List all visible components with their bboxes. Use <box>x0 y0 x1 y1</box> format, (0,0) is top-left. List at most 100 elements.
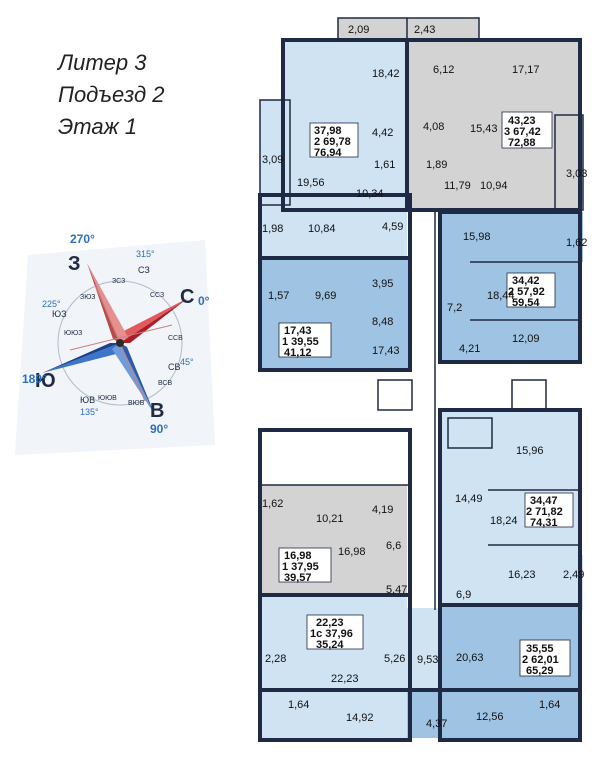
apt-a5-living-area: 34,47 <box>530 495 558 507</box>
room-area: 4,42 <box>372 127 393 139</box>
apt-a2-total-area: 72,88 <box>508 137 536 149</box>
wall-right-mid <box>438 210 582 364</box>
vent-2-09-fill <box>338 18 408 40</box>
vent-2-43-fill <box>407 18 479 40</box>
deg45-label: 45° <box>180 357 194 367</box>
apt-a7-living-area: 22,23 <box>316 617 344 629</box>
apt-a3-total-area: 59,54 <box>512 297 540 309</box>
wall-left-balcony <box>259 99 291 206</box>
east-letter: В <box>150 400 164 422</box>
ssw-label: ЮЮЗ <box>64 330 82 337</box>
apt-a1-rooms-area: 2 69,78 <box>314 136 351 148</box>
deg135-label: 135° <box>80 407 99 417</box>
apt-a3-living-area: 34,42 <box>512 275 540 287</box>
stair-landing-right <box>511 379 547 411</box>
apt-a6-living-area: 16,98 <box>284 550 312 562</box>
room-area: 15,96 <box>516 445 544 457</box>
compass-diagonal-b <box>69 324 173 351</box>
room-area: 2,43 <box>414 24 435 36</box>
room-area: 22,23 <box>331 673 359 685</box>
room-area: 4,59 <box>382 221 403 233</box>
apt-a7-info-box <box>306 614 364 650</box>
room-area: 14,49 <box>455 493 483 505</box>
stair-landing-left <box>377 379 413 411</box>
se-label: ЮВ <box>80 395 95 405</box>
room-area: 1,98 <box>262 223 283 235</box>
room-area: 1,61 <box>374 159 395 171</box>
wall-left-mid <box>258 193 412 372</box>
room-area: 20,63 <box>456 652 484 664</box>
apt-a2-info-box <box>501 111 553 149</box>
apt-a1-living-area: 37,98 <box>314 125 342 137</box>
room-area: 10,84 <box>308 223 336 235</box>
compass-south-needle-shade <box>42 343 120 373</box>
sse-label: ЮЮВ <box>98 395 117 402</box>
compass-west-needle <box>87 263 128 343</box>
room-area: 18,44 <box>487 290 515 302</box>
room-area: 12,56 <box>476 711 504 723</box>
apt-a3-rooms-area: 2 57,92 <box>508 286 545 298</box>
room-area: 18,42 <box>372 68 400 80</box>
room-area: 5,26 <box>384 653 405 665</box>
room-area: 14,92 <box>346 712 374 724</box>
room-area: 1,62 <box>566 237 587 249</box>
room-area: 9,53 <box>417 654 438 666</box>
compass-north-needle-shade <box>120 298 188 343</box>
deg90-label: 90° <box>150 422 168 436</box>
compass-ring <box>57 280 183 406</box>
room-area: 3,95 <box>372 278 393 290</box>
wnw-label: ЗСЗ <box>112 278 125 285</box>
room-area: 2,28 <box>265 653 286 665</box>
deg0-label: 0° <box>198 294 210 308</box>
apt-a2-living-area: 43,23 <box>508 115 536 127</box>
room-area: 6,9 <box>456 589 471 601</box>
apt-a8-bottom-fill <box>407 688 580 738</box>
south-letter: Ю <box>35 370 56 392</box>
room-area: 3,03 <box>566 168 587 180</box>
apt-a6-info-box <box>278 547 332 583</box>
compass-center <box>116 339 124 347</box>
room-area: 4,37 <box>426 718 447 730</box>
ene-label: ВСВ <box>158 380 172 387</box>
apt-a4-info-box <box>278 322 332 358</box>
room-area: 1,62 <box>262 498 283 510</box>
apt-a4-living-area: 17,43 <box>284 325 312 337</box>
compass-east-needle-shade <box>120 343 155 415</box>
room-area: 1,57 <box>268 290 289 302</box>
nnw-label: ССЗ <box>150 292 164 299</box>
room-area: 10,21 <box>316 513 344 525</box>
wall-right-bottom <box>438 603 582 742</box>
apt-a2-rooms-area: 3 67,42 <box>504 126 541 138</box>
apt-a5-rooms-area: 2 71,82 <box>526 506 563 518</box>
ese-label: ВЮВ <box>128 400 145 407</box>
deg225-label: 225° <box>42 299 61 309</box>
room-area: 18,24 <box>490 515 518 527</box>
north-letter: С <box>180 286 194 308</box>
room-area: 4,08 <box>423 121 444 133</box>
room-area: 2,09 <box>348 24 369 36</box>
compass-rose: С 0° В 90° Ю 180° З 270° 315° 45° 135° 2… <box>15 232 215 455</box>
apt-a8-total-area: 65,29 <box>526 665 554 677</box>
deg180-label: 180° <box>22 372 47 386</box>
wall-left-lower <box>258 428 412 742</box>
compass-east-needle <box>112 343 155 415</box>
room-area: 5,47 <box>386 584 407 596</box>
room-area: 10,34 <box>356 188 384 200</box>
room-area: 15,98 <box>463 231 491 243</box>
apt-a7-bottom-fill <box>260 690 407 738</box>
west-letter: З <box>68 253 81 275</box>
room-area: 17,17 <box>512 64 540 76</box>
apt-a5-total-area: 74,31 <box>530 517 558 529</box>
room-area: 6,12 <box>433 64 454 76</box>
room-area: 1,89 <box>426 159 447 171</box>
apt-a5-info-box <box>524 492 574 528</box>
room-area: 17,43 <box>372 345 400 357</box>
apt-a7-total-area: 35,24 <box>316 639 344 651</box>
apt-a6-rooms-area: 1 37,95 <box>282 561 319 573</box>
room-area: 10,94 <box>480 180 508 192</box>
room-area: 11,79 <box>444 180 471 192</box>
room-area: 8,48 <box>372 316 393 328</box>
room-area: 6,6 <box>386 540 401 552</box>
floor-label: Этаж 1 <box>58 114 138 139</box>
